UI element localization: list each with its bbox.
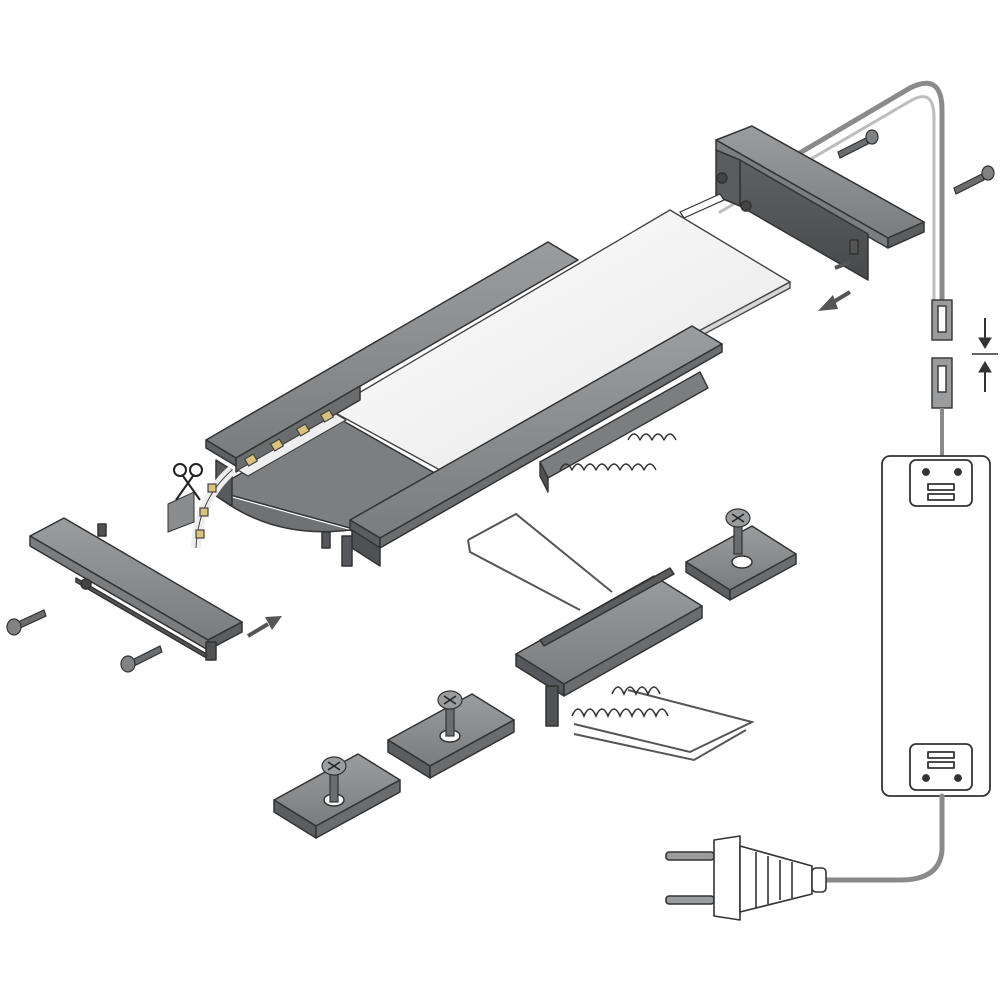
strip-tab [167, 491, 195, 533]
power-supply [881, 455, 991, 797]
arrow-icon [246, 616, 282, 638]
mounting-bracket [685, 525, 797, 601]
spring-clip [467, 512, 755, 762]
spring-clip [539, 371, 709, 493]
connector-icon [931, 299, 953, 456]
connect-arrows-icon [972, 318, 998, 392]
pin-icon [679, 193, 725, 219]
cable-top [717, 80, 945, 303]
end-cap-left [29, 517, 243, 661]
screw-icon [6, 609, 47, 636]
screw-icon [725, 508, 751, 555]
cable-mains [821, 793, 945, 883]
scissors-icon [173, 463, 203, 501]
screw-icon [837, 129, 879, 159]
arrow-icon [818, 290, 852, 311]
screw-icon [953, 165, 995, 195]
screw-icon [120, 645, 163, 673]
aluminium-profile [205, 241, 723, 567]
led-strip [191, 409, 348, 549]
screw-icon [437, 690, 463, 737]
screw-icon [321, 756, 347, 803]
end-cap-right-with-cable [715, 125, 925, 281]
mains-plug-icon [665, 835, 827, 921]
